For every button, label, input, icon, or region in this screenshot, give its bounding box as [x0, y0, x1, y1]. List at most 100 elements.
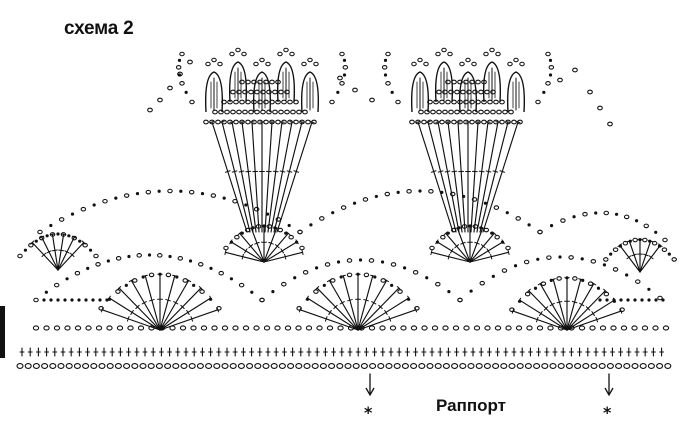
- pineapple-chain: [454, 109, 460, 115]
- foundation-chain: [57, 363, 65, 369]
- chain-stitch: [635, 279, 641, 284]
- chain-stitch: [184, 90, 188, 94]
- chain-stitch: [556, 276, 562, 281]
- chain-stitch: [625, 273, 629, 277]
- foundation-chain: [401, 363, 409, 369]
- pineapple-chain: [457, 79, 463, 85]
- chain-stitch: [609, 252, 613, 256]
- pineapple-chain: [212, 109, 218, 115]
- chain-stitch: [177, 256, 184, 261]
- chain-stitch: [648, 239, 652, 243]
- double-crochet-bar: [460, 241, 466, 245]
- chain-stitch: [58, 217, 65, 222]
- foundation-chain: [516, 363, 524, 369]
- double-crochet-bar: [492, 170, 499, 173]
- pineapple-chain: [463, 119, 469, 125]
- chain-stitch: [209, 266, 213, 270]
- double-crochet-bar: [454, 244, 460, 249]
- chain-stitch: [596, 286, 601, 290]
- double-crochet: [31, 241, 59, 271]
- chain-stitch: [93, 253, 99, 259]
- chain-stitch: [337, 75, 343, 81]
- double-crochet-bar: [280, 248, 284, 254]
- double-crochet-top: [396, 286, 401, 291]
- chain-stitch: [148, 272, 155, 278]
- chain-stitch: [74, 325, 82, 331]
- chain-stitch: [287, 223, 291, 228]
- pineapple-chain: [272, 89, 278, 95]
- chain-stitch: [179, 51, 185, 57]
- chain-stitch: [182, 278, 188, 283]
- chain-stitch: [452, 325, 460, 331]
- foundation-chain: [16, 363, 24, 369]
- pineapple-chain: [430, 109, 436, 115]
- chain-stitch: [127, 254, 131, 259]
- picot: [417, 57, 423, 63]
- foundation-chain: [459, 363, 467, 369]
- chain-stitch: [612, 247, 619, 253]
- chain-stitch: [198, 261, 204, 267]
- foundation-chain: [98, 363, 106, 369]
- puff-petal: [506, 71, 526, 113]
- chain-stitch: [37, 229, 43, 235]
- double-crochet-bar: [328, 309, 332, 315]
- double-crochet-bar: [363, 299, 369, 302]
- foundation-chain: [508, 363, 516, 369]
- chain-stitch: [587, 89, 593, 95]
- double-crochet-bar: [549, 302, 555, 307]
- chain-stitch: [602, 263, 607, 267]
- double-crochet-top: [117, 286, 122, 291]
- double-crochet-bar: [279, 170, 286, 173]
- foundation-chain: [631, 363, 639, 369]
- chain-stitch: [305, 297, 310, 301]
- chain-stitch: [17, 253, 23, 259]
- pineapple-chain: [311, 119, 317, 125]
- chain-stitch: [63, 298, 67, 302]
- chain-stitch: [67, 234, 71, 238]
- double-crochet: [57, 236, 75, 271]
- chain-stitch: [221, 325, 229, 331]
- pineapple-chain: [269, 119, 275, 125]
- chain-stitch: [383, 58, 388, 62]
- chain-stitch: [389, 325, 397, 331]
- chain-stitch: [380, 260, 385, 264]
- chain-stitch: [177, 71, 183, 77]
- pineapple-chain: [433, 119, 439, 125]
- chain-stitch: [71, 235, 78, 241]
- foundation-chain: [319, 363, 327, 369]
- chain-stitch: [533, 286, 538, 290]
- pineapple-chain: [254, 109, 260, 115]
- pineapple-chain: [493, 119, 499, 125]
- chain-stitch: [395, 99, 401, 105]
- chain-stitch: [326, 325, 334, 331]
- chain-stitch: [157, 97, 163, 103]
- picot: [229, 51, 235, 57]
- chain-stitch: [340, 205, 347, 210]
- chain-stitch: [274, 325, 281, 331]
- chain-stitch: [374, 194, 378, 199]
- chain-stitch: [380, 278, 386, 283]
- picot: [489, 47, 495, 53]
- chain-stitch: [381, 65, 388, 70]
- double-crochet-bar: [293, 170, 300, 173]
- foundation-chain: [32, 363, 40, 369]
- double-crochet: [357, 275, 374, 331]
- pineapple-chain: [439, 119, 445, 125]
- double-crochet-top: [507, 249, 510, 256]
- double-crochet-bar: [643, 253, 649, 257]
- double-crochet: [267, 121, 283, 233]
- chain-stitch: [188, 189, 195, 195]
- chain-stitch: [342, 58, 347, 62]
- chain-stitch: [314, 266, 319, 270]
- chain-stitch: [263, 325, 271, 331]
- pineapple-chain: [305, 119, 311, 125]
- pineapple-chain: [239, 79, 245, 85]
- chain-stitch: [175, 275, 179, 279]
- picot: [513, 57, 519, 63]
- foundation-chain: [360, 363, 368, 369]
- double-crochet-bar: [388, 316, 392, 322]
- foundation-chain: [393, 363, 401, 369]
- chain-stitch: [598, 298, 602, 302]
- double-crochet-bar: [224, 170, 231, 173]
- chain-stitch: [337, 325, 344, 331]
